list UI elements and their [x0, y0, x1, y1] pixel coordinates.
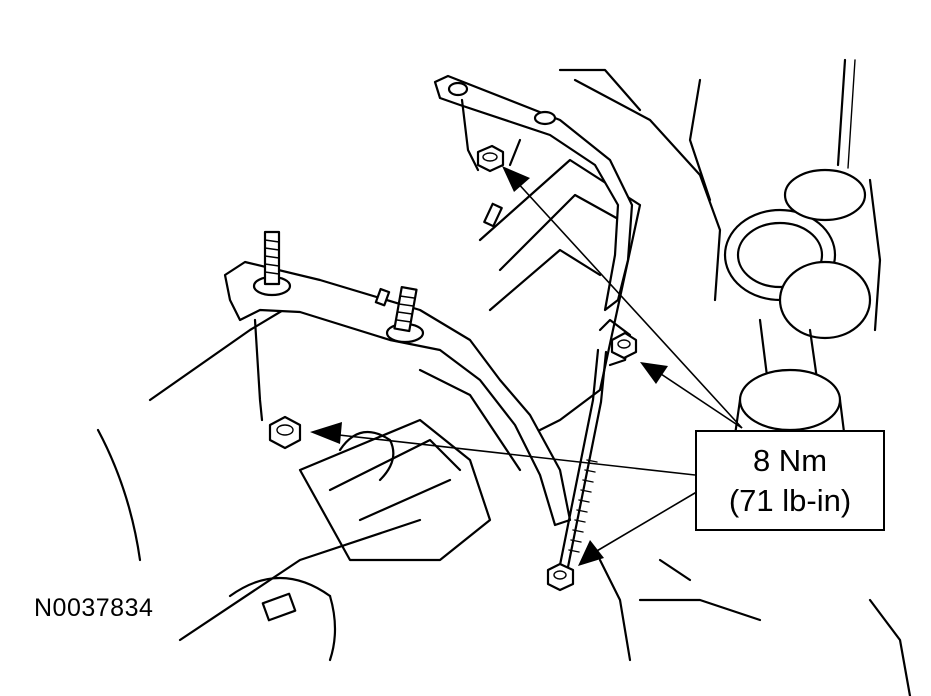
torque-callout: 8 Nm (71 lb-in)	[695, 430, 885, 531]
torque-nm-label: 8 Nm	[752, 442, 828, 478]
module-housing	[261, 158, 642, 622]
stud-icon	[263, 202, 503, 333]
background-structure	[96, 58, 912, 696]
arrow-icon	[310, 166, 668, 566]
lower-bracket	[223, 260, 572, 527]
torque-lbin-label: (71 lb-in)	[728, 482, 852, 518]
figure-id-label: N0037834	[34, 594, 154, 622]
wiring-harness	[556, 318, 632, 579]
nut-icon	[268, 144, 638, 592]
actuator-assembly	[723, 168, 882, 482]
leader-lines	[329, 179, 743, 556]
